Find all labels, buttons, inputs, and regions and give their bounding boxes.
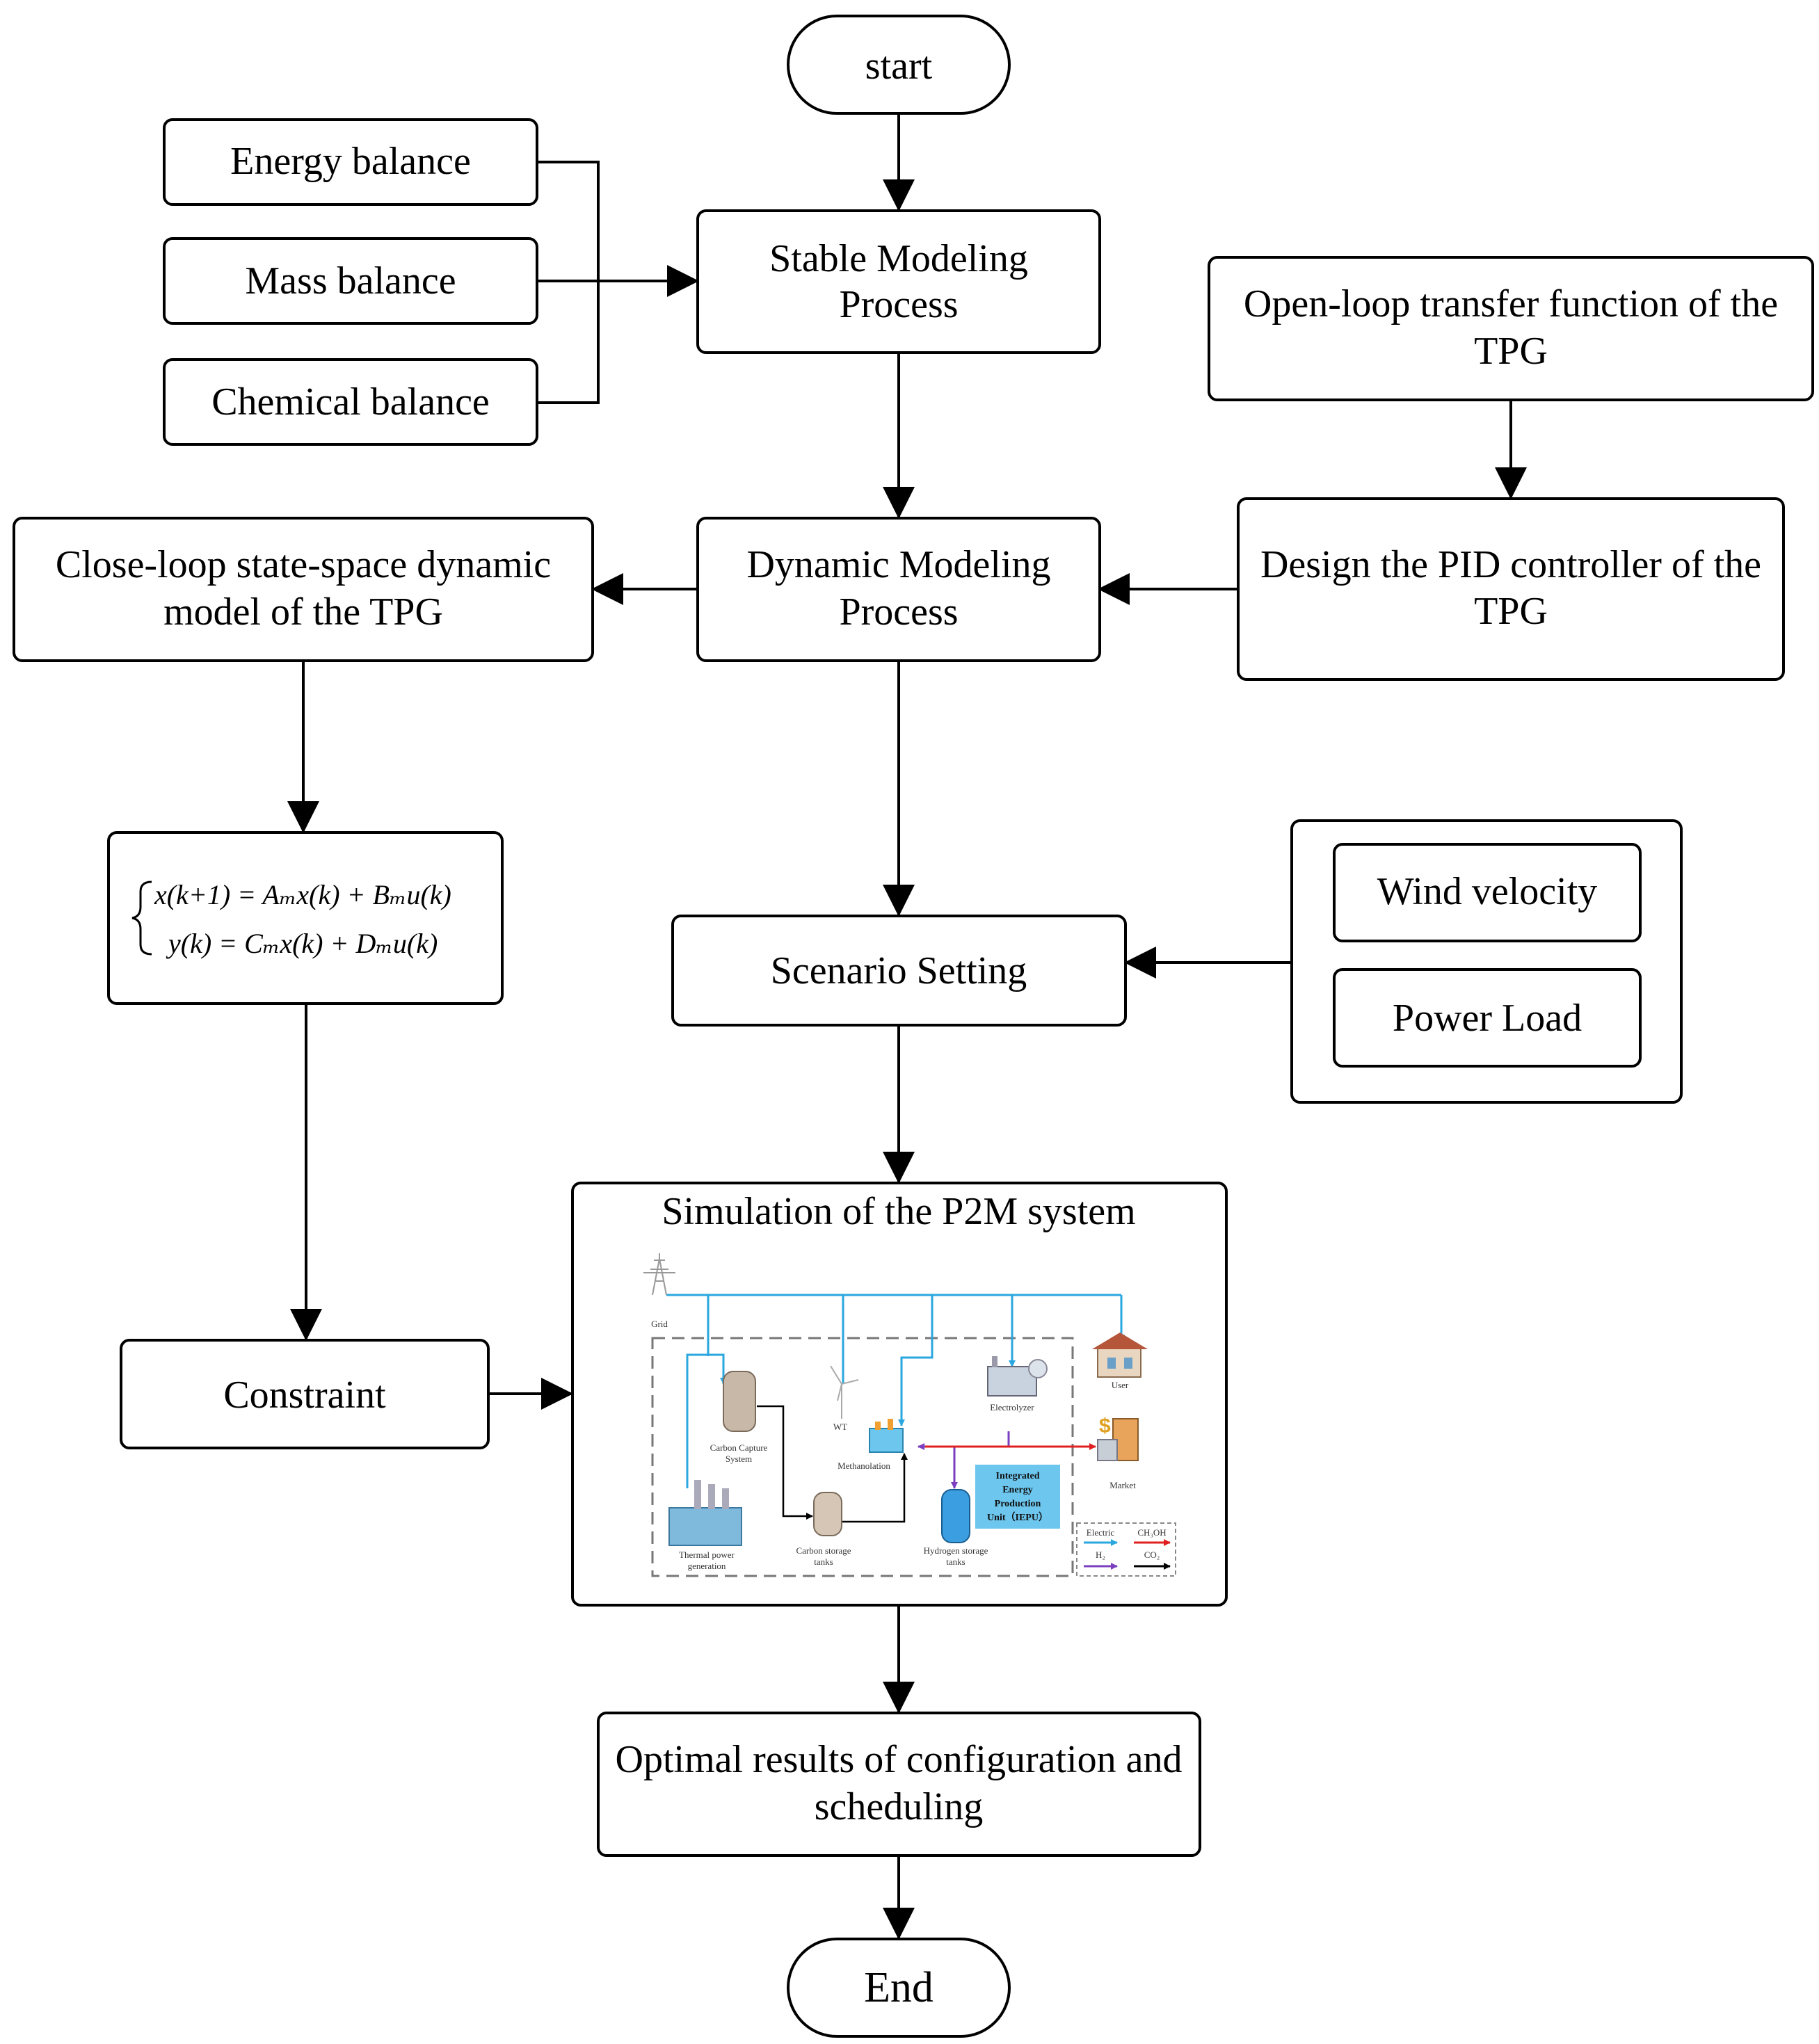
iepu-box (975, 1465, 1060, 1529)
grid-label: Grid (651, 1319, 668, 1329)
open-loop-label-2: TPG (1474, 330, 1548, 373)
thermal-power-label-1: Thermal power (679, 1550, 735, 1560)
hydrogen-storage-label-2: tanks (946, 1556, 965, 1567)
node-simulation: Simulation of the P2M system (571, 1182, 1228, 1607)
co2-lines (757, 1405, 908, 1523)
optimal-results-label-2: scheduling (815, 1785, 984, 1828)
chemical-balance-label: Chemical balance (211, 380, 490, 424)
wind-turbine-icon (830, 1365, 859, 1419)
figure-legend: Electric CH₃OH H₂ CO₂ (1076, 1522, 1176, 1577)
open-loop-label-1: Open-loop transfer function of the (1244, 282, 1778, 325)
iepu-label-4: Unit（IEPU） (987, 1512, 1048, 1523)
equation-brace (131, 880, 152, 956)
mass-balance-label: Mass balance (245, 259, 456, 303)
equation-line-1: x(k+1) = Aₘx(k) + Bₘu(k) (154, 879, 451, 910)
node-end: End (787, 1938, 1011, 2038)
stable-modeling-label-1: Stable Modeling (769, 237, 1028, 280)
iepu-label-2: Energy (1002, 1485, 1033, 1495)
node-stable-modeling: Stable Modeling Process (696, 209, 1101, 354)
market-label: Market (1109, 1480, 1136, 1490)
end-label: End (864, 1964, 933, 2011)
legend-h2-label: H₂ (1096, 1550, 1105, 1560)
node-energy-balance: Energy balance (163, 118, 538, 206)
user-label: User (1112, 1380, 1129, 1390)
close-loop-label-1: Close-loop state-space dynamic (56, 543, 551, 586)
wind-velocity-label: Wind velocity (1377, 870, 1598, 913)
user-house-icon (1092, 1333, 1148, 1378)
carbon-storage-label-2: tanks (814, 1556, 833, 1567)
node-power-load (1333, 968, 1642, 1068)
equation-line-2: y(k) = Cₘx(k) + Dₘu(k) (166, 928, 438, 959)
legend-electric-label: Electric (1087, 1527, 1115, 1538)
node-dynamic-modeling: Dynamic Modeling Process (696, 517, 1101, 662)
node-chemical-balance: Chemical balance (163, 358, 538, 446)
pid-design-label-2: TPG (1474, 590, 1548, 633)
legend-ch3oh-label: CH₃OH (1137, 1527, 1166, 1538)
electrolyzer-label: Electrolyzer (990, 1402, 1034, 1413)
optimal-results-label-1: Optimal results of configuration and (616, 1738, 1183, 1781)
methanolation-icon (869, 1419, 904, 1453)
hydrogen-storage-icon (941, 1489, 970, 1543)
methanolation-label: Methanolation (838, 1460, 890, 1471)
node-scenario-setting: Scenario Setting (671, 915, 1127, 1027)
carbon-storage-icon (813, 1492, 842, 1536)
carbon-capture-label-2: System (726, 1454, 752, 1464)
power-load-label: Power Load (1393, 997, 1582, 1040)
node-mass-balance: Mass balance (163, 237, 538, 325)
edges (287, 113, 1527, 1940)
market-icon: $ (1097, 1415, 1139, 1461)
stable-modeling-label-2: Process (839, 283, 958, 326)
wt-label: WT (833, 1422, 847, 1432)
carbon-capture-icon (723, 1371, 756, 1432)
node-optimal-results: Optimal results of configuration and sch… (597, 1712, 1201, 1857)
start-label: start (865, 45, 933, 88)
pid-design-label-1: Design the PID controller of the (1260, 543, 1761, 586)
node-open-loop: Open-loop transfer function of the TPG (1208, 256, 1814, 401)
legend-co2-label: CO₂ (1144, 1550, 1160, 1560)
close-loop-label-2: model of the TPG (163, 590, 443, 634)
node-state-space-equation: x(k+1) = Aₘx(k) + Bₘu(k) y(k) = Cₘx(k) +… (107, 831, 504, 1005)
node-constraint: Constraint (120, 1339, 490, 1449)
iepu-boundary (651, 1337, 1074, 1577)
carbon-storage-label-1: Carbon storage (796, 1545, 851, 1556)
carbon-capture-label-1: Carbon Capture (710, 1442, 768, 1453)
constraint-label: Constraint (223, 1374, 386, 1417)
svg-text:$: $ (1099, 1415, 1111, 1438)
group-wind-load: Wind velocity Power Load (1290, 819, 1683, 1104)
thermal-power-label-2: generation (688, 1561, 726, 1571)
p2m-system-figure: Grid User WT Electrolyzer (643, 1253, 1176, 1577)
electric-lines (666, 1294, 1125, 1488)
node-start: start (787, 15, 1011, 115)
energy-balance-label: Energy balance (230, 140, 471, 183)
grid-tower-icon (643, 1253, 675, 1296)
scenario-setting-label: Scenario Setting (771, 949, 1027, 992)
node-pid-design: Design the PID controller of the TPG (1237, 497, 1785, 681)
iepu-label-1: Integrated (996, 1471, 1040, 1481)
dynamic-modeling-label-2: Process (839, 590, 958, 634)
electrolyzer-icon (987, 1356, 1048, 1397)
iepu-label-3: Production (995, 1499, 1041, 1509)
node-close-loop: Close-loop state-space dynamic model of … (13, 517, 594, 662)
thermal-power-icon (668, 1480, 742, 1546)
hydrogen-storage-label-1: Hydrogen storage (924, 1545, 988, 1556)
simulation-title: Simulation of the P2M system (662, 1190, 1135, 1233)
node-wind-velocity (1333, 843, 1642, 942)
dynamic-modeling-label-1: Dynamic Modeling (746, 543, 1050, 586)
